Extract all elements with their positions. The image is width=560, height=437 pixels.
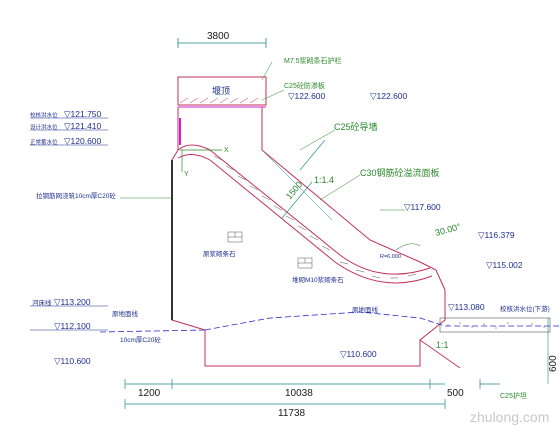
c25-guide-wall-label: C25砼导墙: [334, 121, 378, 132]
bottom-dimensions: [124, 379, 500, 409]
left-elev-121750: ▽121.750: [64, 109, 102, 119]
elev-115002: ▽115.002: [486, 260, 523, 270]
c30-facing-label: C30钢筋砼溢流面板: [360, 167, 440, 178]
radius-note: R=6.000: [380, 254, 401, 260]
y-axis-label: Y: [184, 171, 189, 178]
apron: [439, 317, 551, 333]
dam-body-outline: [171, 107, 446, 367]
design-flood-note: 校核洪水位(下游): [500, 304, 550, 313]
right-vertical-label: 600: [548, 355, 559, 372]
left-elev-121410: ▽121.410: [64, 121, 102, 131]
apron-hatch: [447, 322, 545, 329]
left-elevation-markers: [30, 117, 108, 331]
bottom-main-dim: 10038: [285, 388, 313, 399]
facing-hatch: [213, 155, 417, 279]
x-axis-label: X: [224, 147, 229, 154]
left-foundation-note: 原地面线: [112, 309, 139, 318]
masonry-left-label: 原浆砌条石: [203, 249, 236, 258]
ratio-1-1: 1:1: [436, 340, 449, 350]
angle-30-label: 30.00°: [434, 221, 462, 238]
bottom-total-dim: 11738: [278, 408, 306, 419]
elev-117600: ▽117.600: [404, 202, 441, 212]
left-label-normal-pool: 正常蓄水位: [30, 138, 58, 146]
elev-116379: ▽116.379: [478, 230, 515, 240]
bedrock-label: 原地面线: [352, 305, 379, 314]
left-elev-120600: ▽120.600: [64, 136, 102, 146]
ogee-curve-inner: [177, 154, 433, 284]
ground-line: [99, 311, 560, 333]
elev-122600-b: ▽122.600: [370, 91, 408, 101]
left-label-check-flood: 校核洪水位: [30, 111, 58, 119]
parapet-structure: [177, 76, 267, 108]
elev-113200: ▽113.200: [54, 297, 91, 307]
elev-110600-left: ▽110.600: [54, 356, 91, 366]
m75-wall-label: M7.5浆砌条石护栏: [284, 56, 342, 65]
masonry-symbol-left: [227, 231, 243, 243]
slope-dimension: [281, 139, 326, 219]
top-dimension: [177, 38, 267, 48]
weir-top-label: 堰顶: [212, 86, 230, 96]
watermark: zhulong.com: [470, 409, 549, 425]
c25-apron-label: C25护坦: [500, 391, 527, 400]
ratio-1-1-4: 1:1.4: [314, 175, 334, 185]
c20-note: 10cm厚C20砼: [120, 335, 161, 344]
leader-lines: [120, 61, 405, 211]
top-width-label: 3800: [207, 31, 230, 42]
elev-112100: ▽112.100: [54, 321, 91, 331]
ogee-curve: [177, 144, 431, 275]
masonry-symbol-right: [297, 257, 313, 269]
bottom-left-dim: 1200: [138, 388, 161, 399]
c25-concrete-label: C25砼防渗板: [284, 81, 325, 90]
ratio-guide: [261, 149, 333, 221]
elev-113200-tag: 河床线: [32, 298, 52, 307]
elev-113080: ▽113.080: [448, 302, 485, 312]
elev-122600-a: ▽122.600: [288, 91, 326, 101]
bottom-right-dim: 500: [447, 388, 464, 399]
elev-110600-right: ▽110.600: [340, 349, 377, 359]
left-label-design-flood: 设计洪水位: [30, 123, 58, 131]
angle-arc: [395, 243, 421, 251]
downstream-slope: [419, 339, 461, 369]
parapet-hatch: [179, 97, 259, 104]
xy-axes: [180, 149, 222, 172]
masonry-right-label: 堆砌M10浆砌条石: [292, 275, 344, 284]
left-wall-note: 拉钢筋网浇筑10cm厚C20砼: [36, 191, 116, 200]
